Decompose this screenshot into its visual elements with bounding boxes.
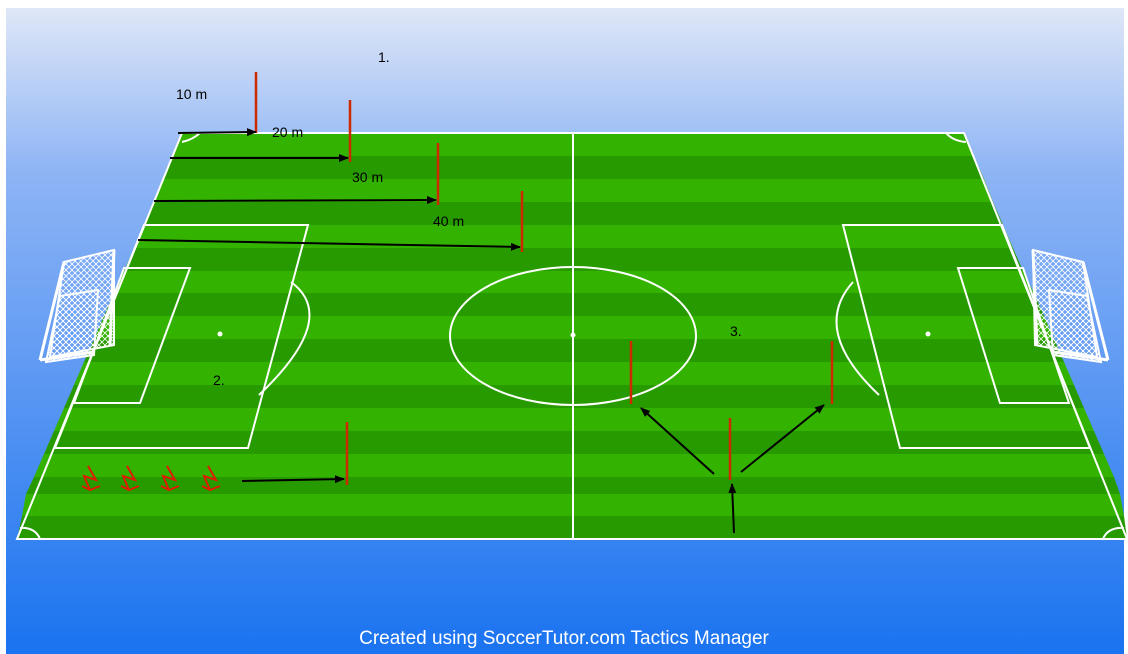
- label-drill-1: 1.: [378, 49, 390, 65]
- label-20m: 20 m: [272, 124, 303, 140]
- label-10m: 10 m: [176, 86, 207, 102]
- arrow-30m: [154, 200, 436, 201]
- label-drill-3: 3.: [730, 323, 742, 339]
- label-30m: 30 m: [352, 169, 383, 185]
- centre-spot: [571, 333, 576, 338]
- right-penalty-spot: [926, 332, 931, 337]
- arrow-10m: [178, 132, 256, 133]
- label-drill-2: 2.: [213, 372, 225, 388]
- left-penalty-spot: [218, 332, 223, 337]
- label-40m: 40 m: [433, 213, 464, 229]
- footer-credit: Created using SoccerTutor.com Tactics Ma…: [0, 628, 1128, 650]
